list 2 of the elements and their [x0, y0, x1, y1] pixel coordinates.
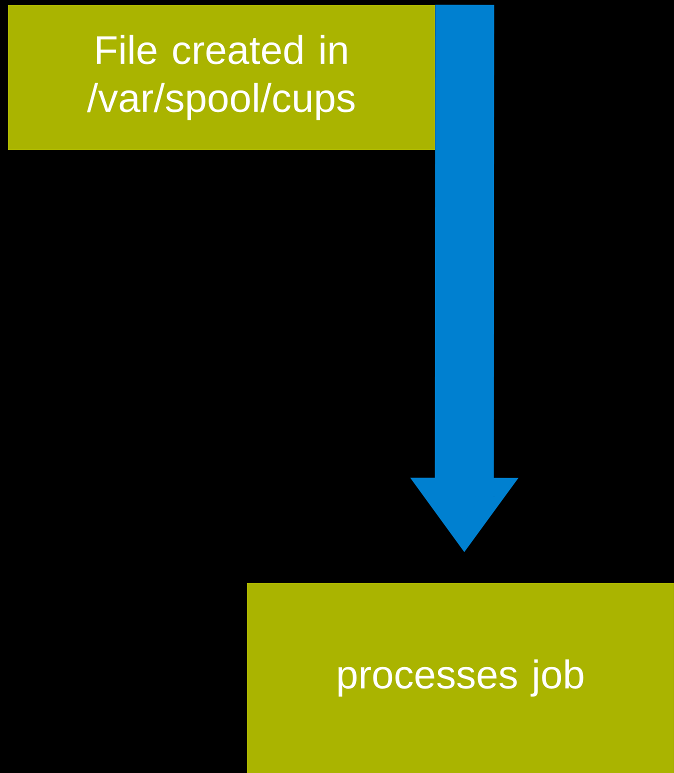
process-box: File created in /var/spool/cups [8, 5, 435, 150]
process-box: processes job [247, 583, 674, 773]
